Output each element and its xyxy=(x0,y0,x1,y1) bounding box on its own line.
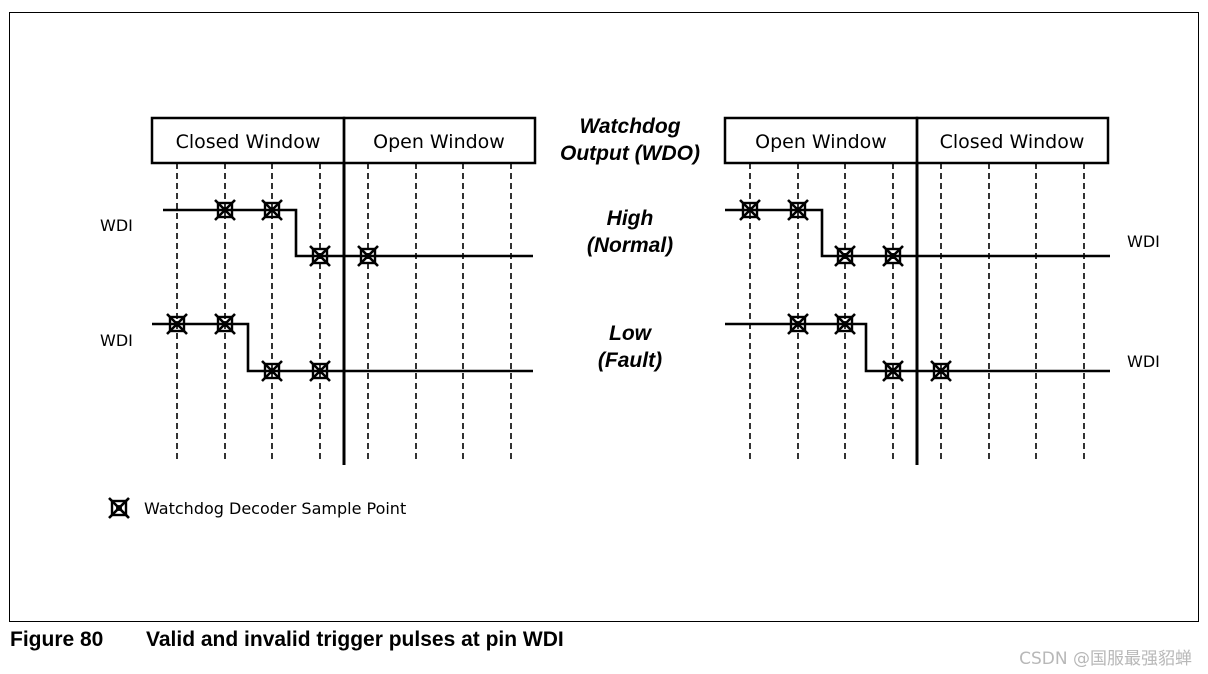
sample-point xyxy=(881,244,905,268)
right-wdi-waveform-high xyxy=(725,208,1110,258)
sample-point xyxy=(165,312,189,336)
left-wdi-waveform-high xyxy=(163,208,533,258)
sample-point xyxy=(356,244,380,268)
sample-point xyxy=(308,359,332,383)
left-closed-window-label: Closed Window xyxy=(176,131,321,153)
right-closed-window-box xyxy=(915,116,1110,165)
wdo-title-line-2: Output (WDO) xyxy=(560,142,700,165)
figure-caption: Figure 80 Valid and invalid trigger pulse… xyxy=(10,628,564,652)
high-normal-label-line-2: (Normal) xyxy=(587,234,673,257)
sample-point xyxy=(786,198,810,222)
left-open-window-box xyxy=(342,116,537,165)
legend-label: Watchdog Decoder Sample Point xyxy=(144,499,406,518)
sample-point xyxy=(260,198,284,222)
sample-point xyxy=(833,312,857,336)
legend-sample-point-icon xyxy=(107,496,131,520)
low-fault-label-line-2: (Fault) xyxy=(598,349,662,372)
sample-point xyxy=(213,312,237,336)
sample-point xyxy=(833,244,857,268)
sample-point xyxy=(738,198,762,222)
low-fault-label-line-1: Low xyxy=(609,322,653,345)
sample-point xyxy=(786,312,810,336)
watermark: CSDN @国服最强貂蝉 xyxy=(1019,649,1192,669)
wdi-label-right-bottom: WDI xyxy=(1127,352,1160,371)
left-wdi-waveform-low xyxy=(152,322,533,373)
wdi-label-right-top: WDI xyxy=(1127,232,1160,251)
sample-point xyxy=(308,244,332,268)
sample-point xyxy=(929,359,953,383)
sample-point xyxy=(260,359,284,383)
wdi-label-left-bottom: WDI xyxy=(100,331,133,350)
right-window-header: Open Window Closed Window xyxy=(723,116,1110,165)
right-open-window-label: Open Window xyxy=(755,131,887,153)
wdi-label-left-top: WDI xyxy=(100,216,133,235)
high-normal-label-line-1: High xyxy=(607,207,654,230)
sample-point xyxy=(213,198,237,222)
left-open-window-label: Open Window xyxy=(373,131,505,153)
sample-point xyxy=(881,359,905,383)
figure-frame xyxy=(9,12,1199,622)
figure-number: Figure 80 xyxy=(10,628,104,651)
wdo-title-line-1: Watchdog xyxy=(579,115,680,138)
figure-title: Valid and invalid trigger pulses at pin … xyxy=(146,628,564,651)
left-window-header: Closed Window Open Window xyxy=(150,116,537,165)
right-closed-window-label: Closed Window xyxy=(940,131,1085,153)
